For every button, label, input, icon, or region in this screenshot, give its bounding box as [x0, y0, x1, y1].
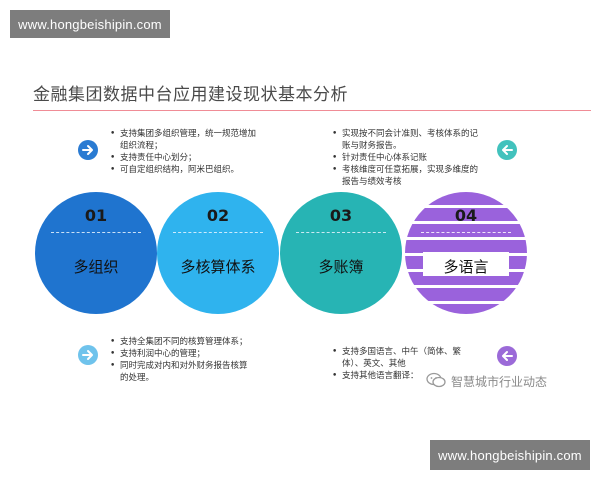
note-item: 实现按不同会计准则、考核体系的记账与财务报告。 — [332, 128, 482, 152]
wechat-icon — [426, 372, 446, 391]
circle-label: 多组织 — [73, 258, 119, 276]
circle-multi-organization: 01 多组织 — [35, 192, 157, 314]
circle-number: 03 — [329, 206, 353, 225]
circle-label-backdrop — [423, 252, 509, 276]
title-divider — [33, 110, 591, 111]
circle-label: 多核算体系 — [180, 258, 256, 276]
notes-multi-language: 支持多国语言、中午（简体、繁体）、英文、其他 支持其他语言翻译： — [332, 346, 462, 382]
arrow-right-icon — [78, 140, 98, 160]
circle-label: 多语言 — [443, 258, 489, 276]
source-credit: 智慧城市行业动态 — [426, 372, 547, 391]
note-item: 支持责任中心划分； — [110, 152, 260, 164]
arrow-left-icon — [497, 140, 517, 160]
note-item: 支持利润中心的管理； — [110, 348, 250, 360]
arrow-left-icon — [497, 346, 517, 366]
circle-multi-accounting: 02 多核算体系 — [157, 192, 279, 314]
circle-divider — [296, 232, 386, 233]
notes-multi-organization: 支持集团多组织管理，统一规范增加组织流程； 支持责任中心划分； 可自定组织结构，… — [110, 128, 260, 176]
watermark-top: www.hongbeishipin.com — [10, 10, 170, 38]
notes-multi-accounting: 支持全集团不同的核算管理体系； 支持利润中心的管理； 同时完成对内和对外财务报告… — [110, 336, 250, 384]
circle-divider — [173, 232, 263, 233]
note-item: 支持全集团不同的核算管理体系； — [110, 336, 250, 348]
circle-label: 多账簿 — [318, 258, 364, 276]
note-item: 针对责任中心体系记账 — [332, 152, 482, 164]
note-item: 支持其他语言翻译： — [332, 370, 462, 382]
note-item: 可自定组织结构，阿米巴组织。 — [110, 164, 260, 176]
note-item: 同时完成对内和对外财务报告核算的处理。 — [110, 360, 250, 384]
note-item: 考核维度可任意拓展，实现多维度的报告与绩效考核 — [332, 164, 482, 188]
circle-number: 01 — [84, 206, 108, 225]
circle-multi-ledger: 03 多账簿 — [280, 192, 402, 314]
circle-divider — [51, 232, 141, 233]
note-item: 支持集团多组织管理，统一规范增加组织流程； — [110, 128, 260, 152]
circle-number: 02 — [206, 206, 230, 225]
arrow-right-icon — [78, 345, 98, 365]
circle-number: 04 — [454, 206, 478, 225]
source-label: 智慧城市行业动态 — [451, 375, 548, 389]
watermark-bottom: www.hongbeishipin.com — [430, 440, 590, 470]
circle-multi-language: 04 多语言 — [405, 192, 527, 314]
page-title: 金融集团数据中台应用建设现状基本分析 — [33, 85, 348, 105]
notes-multi-ledger: 实现按不同会计准则、考核体系的记账与财务报告。 针对责任中心体系记账 考核维度可… — [332, 128, 482, 188]
circle-divider — [421, 232, 511, 233]
note-item: 支持多国语言、中午（简体、繁体）、英文、其他 — [332, 346, 462, 370]
